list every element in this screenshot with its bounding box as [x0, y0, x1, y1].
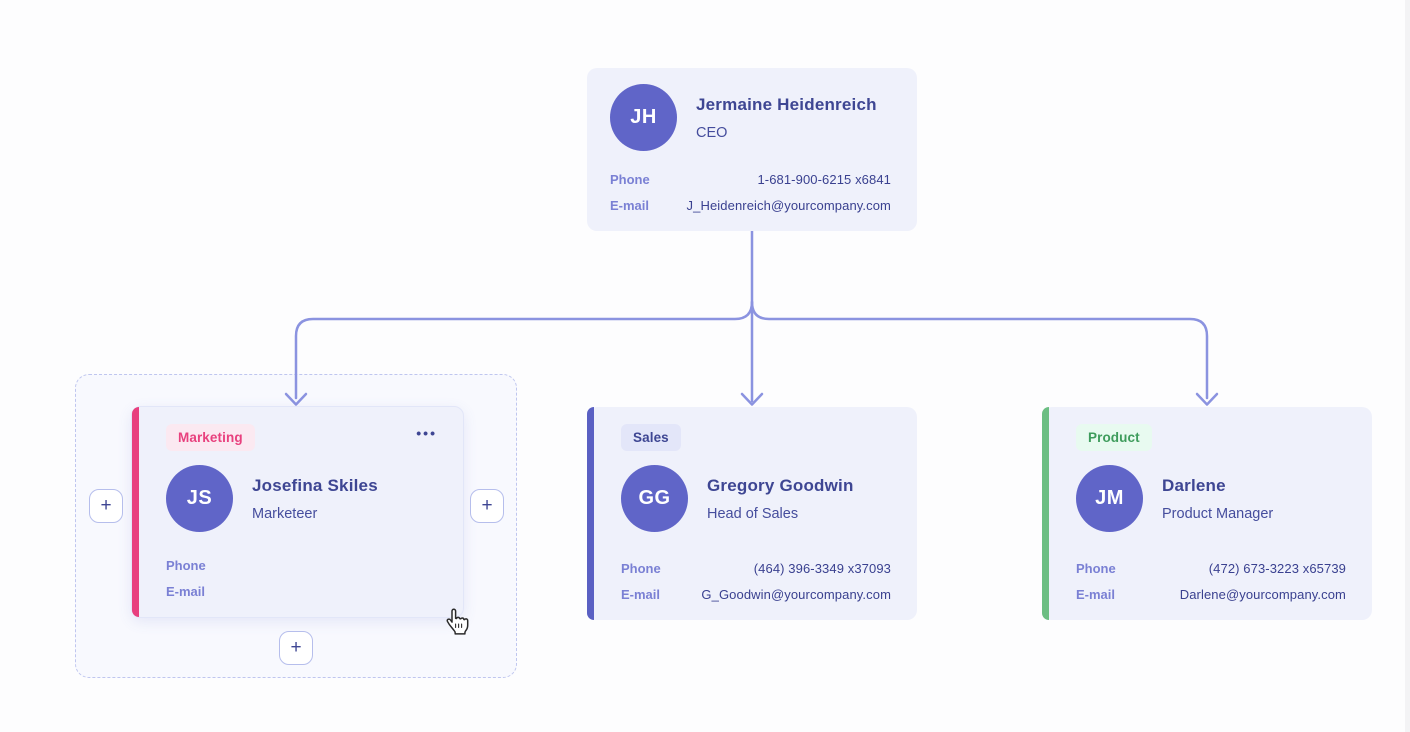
phone-value: (464) 396-3349 x37093 — [753, 561, 891, 576]
person-name: Darlene — [1162, 475, 1226, 495]
org-node-ceo[interactable]: JH Jermaine Heidenreich CEO Phone 1-681-… — [587, 68, 917, 231]
person-name: Gregory Goodwin — [707, 475, 854, 495]
org-node-sales[interactable]: Sales GG Gregory Goodwin Head of Sales P… — [587, 407, 917, 620]
phone-row: Phone — [166, 558, 437, 573]
person-role: Head of Sales — [707, 505, 799, 522]
person-name: Josefina Skiles — [252, 475, 378, 495]
email-value: J_Heidenreich@yourcompany.com — [686, 198, 891, 213]
email-label: E-mail — [1076, 587, 1116, 602]
person-role: Product Manager — [1162, 505, 1274, 522]
phone-row: Phone (464) 396-3349 x37093 — [621, 561, 891, 576]
avatar: GG — [621, 465, 688, 532]
email-value: Darlene@yourcompany.com — [1179, 587, 1346, 602]
phone-label: Phone — [1076, 561, 1116, 576]
department-accent-stripe — [132, 407, 139, 617]
department-badge: Marketing — [166, 424, 255, 451]
email-row: E-mail Darlene@yourcompany.com — [1076, 587, 1346, 602]
department-accent-stripe — [1042, 407, 1049, 620]
email-label: E-mail — [621, 587, 661, 602]
department-badge: Sales — [621, 424, 681, 451]
connector-right-branch — [750, 300, 1209, 400]
plus-icon: + — [290, 637, 302, 658]
arrowhead-sales — [740, 392, 764, 406]
add-node-left-button[interactable]: + — [89, 489, 123, 523]
email-row: E-mail J_Heidenreich@yourcompany.com — [610, 198, 891, 213]
phone-label: Phone — [610, 172, 650, 187]
phone-value: 1-681-900-6215 x6841 — [757, 172, 891, 187]
email-label: E-mail — [166, 584, 206, 599]
department-badge: Product — [1076, 424, 1152, 451]
phone-value: (472) 673-3223 x65739 — [1208, 561, 1346, 576]
avatar: JS — [166, 465, 233, 532]
phone-row: Phone 1-681-900-6215 x6841 — [610, 172, 891, 187]
avatar: JM — [1076, 465, 1143, 532]
org-node-marketing[interactable]: Marketing ••• JS Josefina Skiles Markete… — [131, 406, 464, 618]
avatar: JH — [610, 84, 677, 151]
email-label: E-mail — [610, 198, 650, 213]
person-role: CEO — [696, 124, 728, 141]
email-row: E-mail G_Goodwin@yourcompany.com — [621, 587, 891, 602]
plus-icon: + — [481, 495, 493, 516]
department-accent-stripe — [587, 407, 594, 620]
more-options-icon[interactable]: ••• — [416, 425, 437, 441]
email-value: G_Goodwin@yourcompany.com — [701, 587, 891, 602]
phone-label: Phone — [621, 561, 661, 576]
phone-label: Phone — [166, 558, 206, 573]
scrollbar-track[interactable] — [1405, 0, 1410, 732]
plus-icon: + — [100, 495, 112, 516]
arrowhead-product — [1195, 392, 1219, 406]
add-node-bottom-button[interactable]: + — [279, 631, 313, 665]
person-name: Jermaine Heidenreich — [696, 94, 877, 114]
org-node-product[interactable]: Product JM Darlene Product Manager Phone… — [1042, 407, 1372, 620]
email-row: E-mail — [166, 584, 437, 599]
person-role: Marketeer — [252, 505, 318, 522]
phone-row: Phone (472) 673-3223 x65739 — [1076, 561, 1346, 576]
add-node-right-button[interactable]: + — [470, 489, 504, 523]
